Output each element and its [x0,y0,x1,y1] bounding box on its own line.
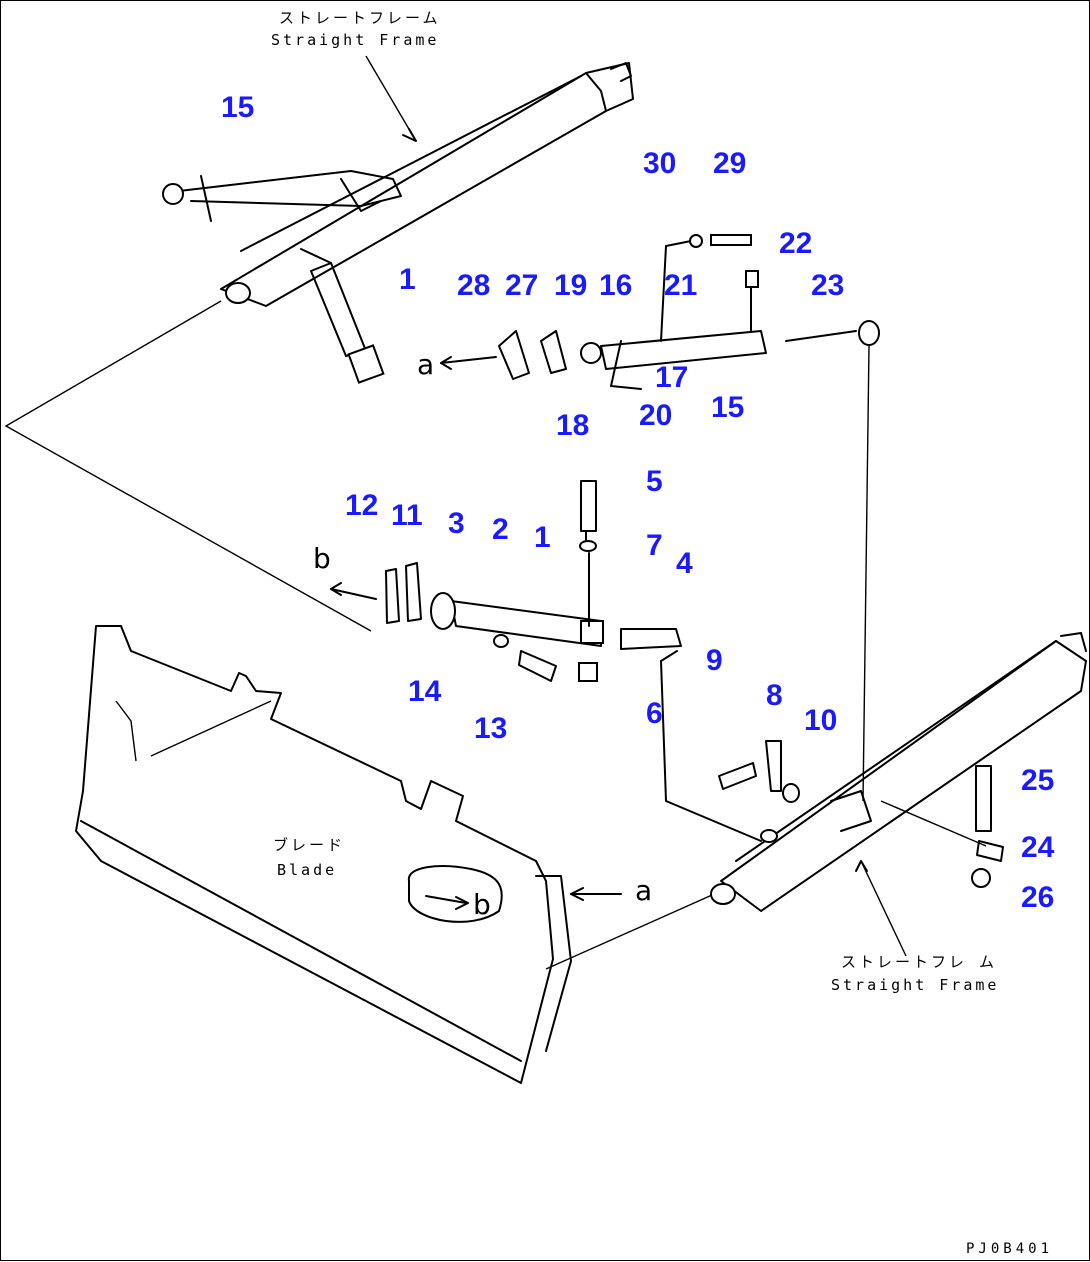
callout-6: 6 [646,697,663,730]
callout-23: 23 [811,269,845,302]
nut-26 [971,868,991,888]
callout-16: 16 [599,269,633,302]
callout-10: 10 [804,704,838,737]
bolt-9 [718,762,757,790]
callout-1-top: 1 [399,263,416,296]
callout-21: 21 [664,269,698,302]
callout-3: 3 [448,507,465,540]
frame-bottom-jp: ストレートフレ ム [841,953,998,971]
frame-top-en: Straight Frame [271,31,440,49]
callout-1-mid: 1 [534,521,551,554]
connector-line [862,345,870,802]
callout-17: 17 [655,361,689,394]
lower-straight-frame [710,632,1087,912]
callout-28: 28 [457,269,491,302]
guide-line-right [545,890,722,970]
brace-1-assembly [430,480,762,842]
view-b-arrow [330,588,377,600]
frame-top-jp: ストレートフレーム [279,9,441,27]
callout-11: 11 [391,499,423,532]
shim-28 [498,330,530,380]
nut-10 [782,783,800,803]
pin-8 [765,740,782,792]
shim-12 [385,568,400,624]
frame-bottom-en: Straight Frame [831,976,1000,994]
pin-leader [880,800,987,847]
callout-5: 5 [646,465,663,498]
view-a-arrow [440,356,497,364]
callout-30: 30 [643,147,677,180]
callout-15-top: 15 [221,91,255,124]
view-b-label-upper: b [313,542,331,575]
callout-4: 4 [676,547,693,580]
pin-24 [976,840,1004,862]
shim-27 [540,330,567,374]
bolt-25 [975,765,992,832]
callout-2: 2 [492,513,509,546]
upper-cylinder-1 [300,248,385,384]
callout-8: 8 [766,679,783,712]
callout-18: 18 [556,409,590,442]
frame-bottom-leader [860,860,907,957]
blade-en: Blade [277,861,338,879]
callout-15-mid: 15 [711,391,745,424]
callout-29: 29 [713,147,747,180]
callout-14: 14 [408,675,442,708]
frame-top-leader [365,55,417,142]
callout-27: 27 [505,269,539,302]
upper-straight-frame [220,62,634,307]
callout-13: 13 [474,712,508,745]
callout-7: 7 [646,529,663,562]
guide-line-left [4,300,372,632]
blade-jp: ブレード [273,836,346,854]
brace-15-assembly [580,234,880,390]
callout-25: 25 [1021,764,1055,797]
upper-brace-15 [162,170,402,222]
callout-20: 20 [639,399,673,432]
blade [75,625,622,1084]
callout-9: 9 [706,644,723,677]
callout-19: 19 [554,269,588,302]
callout-22: 22 [779,227,813,260]
arrow-head [402,128,417,142]
view-a-label-upper: a [417,348,435,381]
drawing-code: PJ0B401 [966,1241,1054,1257]
view-a-label-lower: a [635,874,653,907]
callout-12: 12 [345,489,379,522]
callout-24: 24 [1021,831,1055,864]
callout-26: 26 [1021,881,1055,914]
view-b-label-lower: b [473,888,491,921]
shim-11 [405,562,422,622]
